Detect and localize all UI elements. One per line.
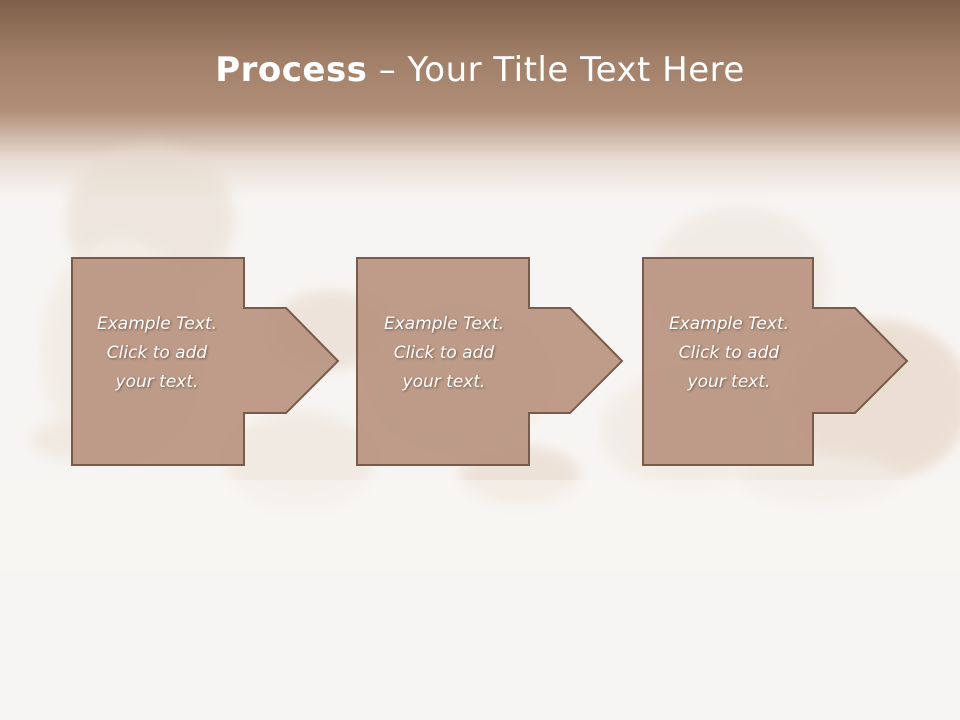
step-2-line-1: Example Text. bbox=[383, 314, 505, 334]
step-1-line-2: Click to add bbox=[106, 343, 208, 363]
title-rest: – Your Title Text Here bbox=[367, 50, 745, 90]
process-step-3[interactable] bbox=[642, 257, 909, 466]
step-2-text[interactable]: Example Text. Click to add your text. bbox=[357, 310, 531, 397]
step-2-line-2: Click to add bbox=[393, 343, 495, 363]
step-1-line-3: your text. bbox=[115, 372, 199, 392]
step-3-text[interactable]: Example Text. Click to add your text. bbox=[642, 310, 816, 397]
step-3-line-1: Example Text. bbox=[668, 314, 790, 334]
step-1-line-1: Example Text. bbox=[96, 314, 218, 334]
step-2-line-3: your text. bbox=[402, 372, 486, 392]
title-bold: Process bbox=[215, 50, 368, 90]
step-3-line-2: Click to add bbox=[678, 343, 780, 363]
slide-title[interactable]: Process – Your Title Text Here bbox=[0, 50, 960, 90]
process-step-2[interactable] bbox=[356, 257, 624, 466]
process-step-1[interactable] bbox=[71, 257, 340, 466]
step-3-line-3: your text. bbox=[687, 372, 771, 392]
step-1-text[interactable]: Example Text. Click to add your text. bbox=[70, 310, 244, 397]
